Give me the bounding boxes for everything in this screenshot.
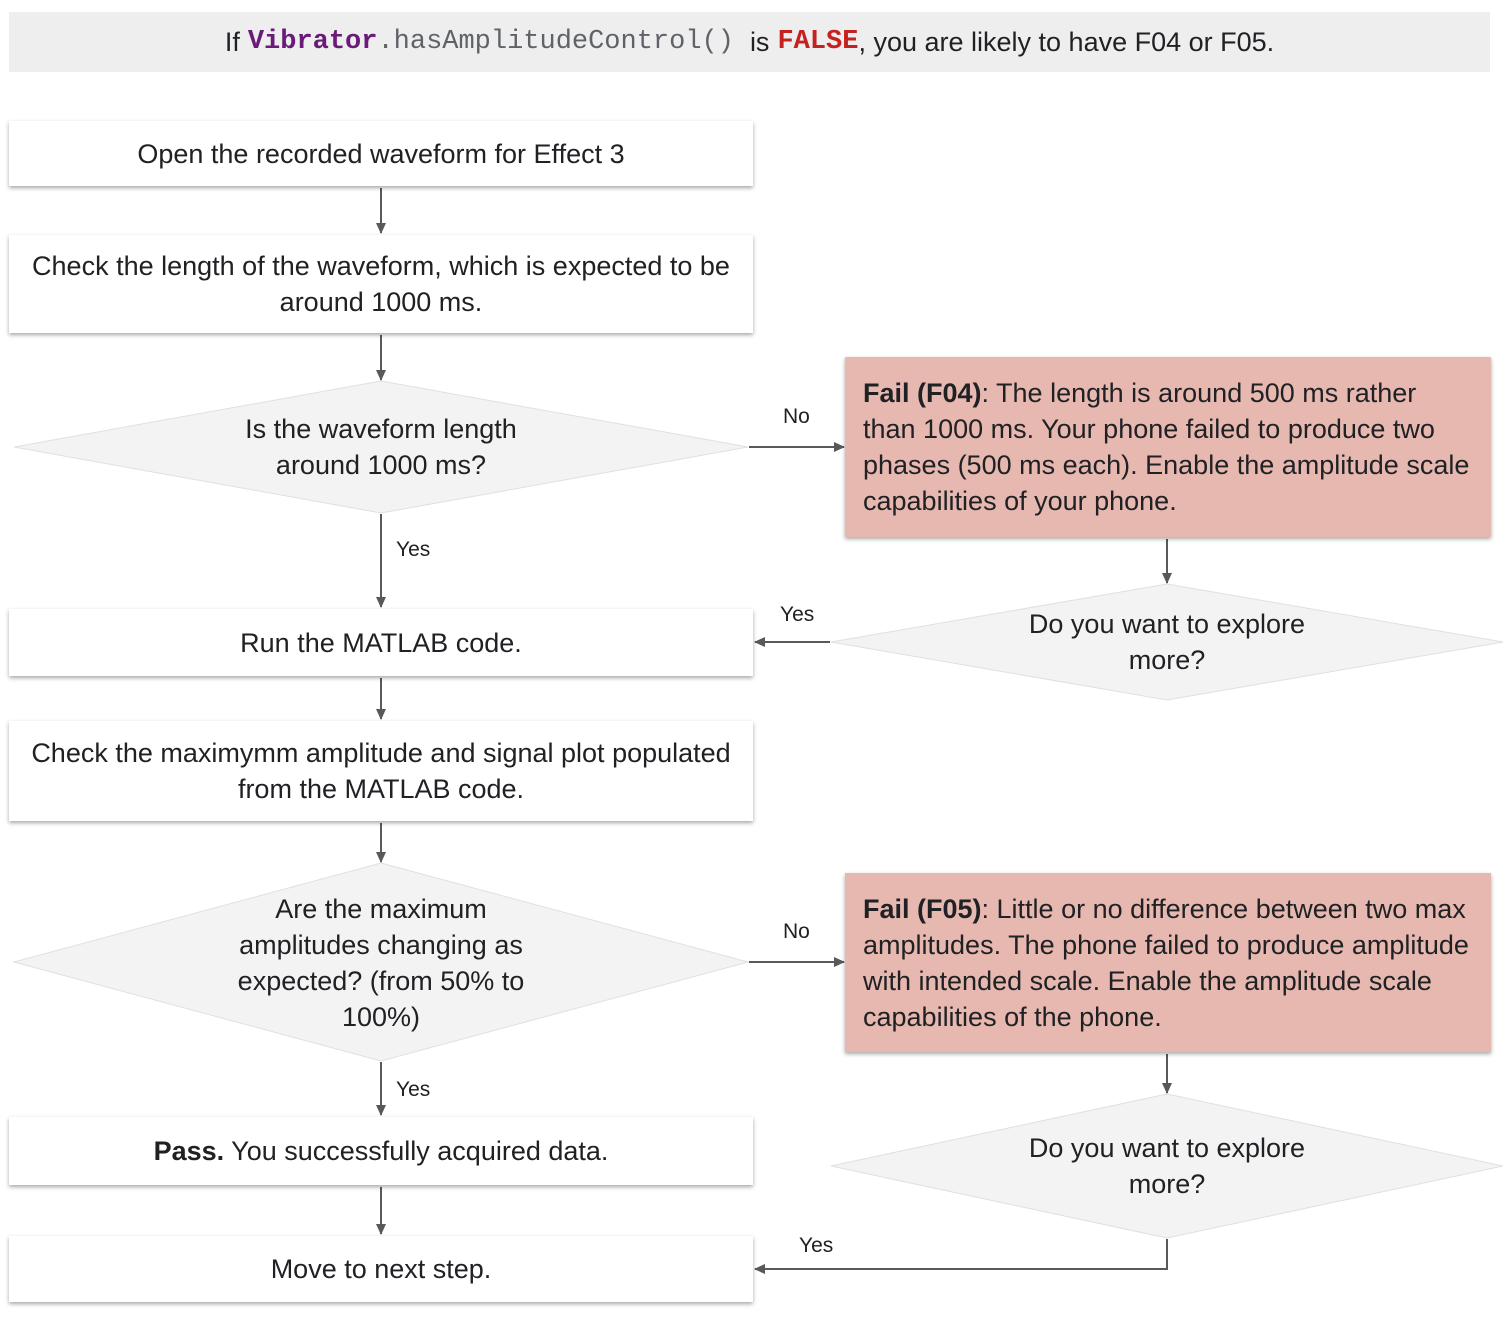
step-check-length: Check the length of the waveform, which …: [9, 235, 753, 333]
fail-f05-text: : Little or no difference between two ma…: [863, 893, 1469, 1032]
edge-label-explore-1-yes: Yes: [780, 603, 815, 626]
fail-f05-box: Fail (F05): Little or no difference betw…: [845, 873, 1491, 1052]
decision-length: Is the waveform length around 1000 ms?: [200, 410, 562, 484]
fail-f05-title: Fail (F05): [863, 893, 982, 924]
decision-amplitude-label: Are the maximum amplitudes changing as e…: [237, 894, 525, 1032]
edge-label-amplitude-yes: Yes: [396, 1078, 431, 1101]
step-run-matlab: Run the MATLAB code.: [9, 609, 753, 676]
decision-amplitude: Are the maximum amplitudes changing as e…: [210, 890, 552, 1036]
decision-explore-2-shape: [830, 1093, 1504, 1239]
step-check-length-label: Check the length of the waveform, which …: [32, 251, 730, 317]
fail-f04-label: Fail (F04): The length is around 500 ms …: [863, 375, 1473, 519]
step-pass-text: You successfully acquired data.: [224, 1136, 609, 1166]
step-run-matlab-label: Run the MATLAB code.: [240, 627, 522, 658]
step-open-waveform-label: Open the recorded waveform for Effect 3: [137, 138, 625, 169]
decision-length-label: Is the waveform length around 1000 ms?: [245, 414, 517, 480]
decision-length-shape: [13, 380, 749, 514]
decision-explore-1: Do you want to explore more?: [990, 605, 1344, 679]
fail-f04-title: Fail (F04): [863, 378, 982, 408]
fail-f05-label: Fail (F05): Little or no difference betw…: [863, 891, 1473, 1035]
edge-label-amplitude-no: No: [783, 920, 810, 943]
banner-is: is: [749, 26, 770, 57]
step-pass-bold: Pass.: [153, 1136, 225, 1166]
step-next: Move to next step.: [9, 1236, 753, 1302]
edge-label-length-yes: Yes: [396, 538, 431, 561]
decision-explore-1-shape: [830, 583, 1504, 701]
edge-label-explore-2-yes: Yes: [799, 1234, 834, 1257]
step-next-label: Move to next step.: [270, 1254, 492, 1284]
banner-method: .hasAmplitudeControl(): [377, 27, 734, 57]
arrow-explore-2-yes: [754, 1239, 1168, 1274]
decision-explore-1-label: Do you want to explore more?: [1028, 609, 1306, 675]
step-pass-label: Pass. You successfully acquired data.: [154, 1133, 609, 1169]
decision-explore-2-label: Do you want to explore more?: [1028, 1133, 1306, 1199]
banner-prefix: If: [224, 26, 240, 57]
banner-class-name: Vibrator: [247, 27, 378, 57]
banner-suffix: , you are likely to have F04 or F05.: [858, 26, 1275, 57]
edge-label-length-no: No: [783, 405, 810, 428]
step-check-amplitude: Check the maximymm amplitude and signal …: [9, 721, 753, 821]
banner-false-keyword: FALSE: [777, 27, 859, 57]
decision-explore-2: Do you want to explore more?: [990, 1129, 1344, 1203]
fail-f04-text: : The length is around 500 ms rather tha…: [863, 378, 1470, 516]
step-pass: Pass. You successfully acquired data.: [9, 1117, 753, 1185]
step-open-waveform: Open the recorded waveform for Effect 3: [9, 121, 753, 186]
decision-amplitude-shape: [12, 862, 750, 1062]
step-check-amplitude-label: Check the maximymm amplitude and signal …: [31, 738, 731, 804]
info-banner: If Vibrator .hasAmplitudeControl() is FA…: [9, 12, 1490, 72]
fail-f04-box: Fail (F04): The length is around 500 ms …: [845, 357, 1491, 537]
